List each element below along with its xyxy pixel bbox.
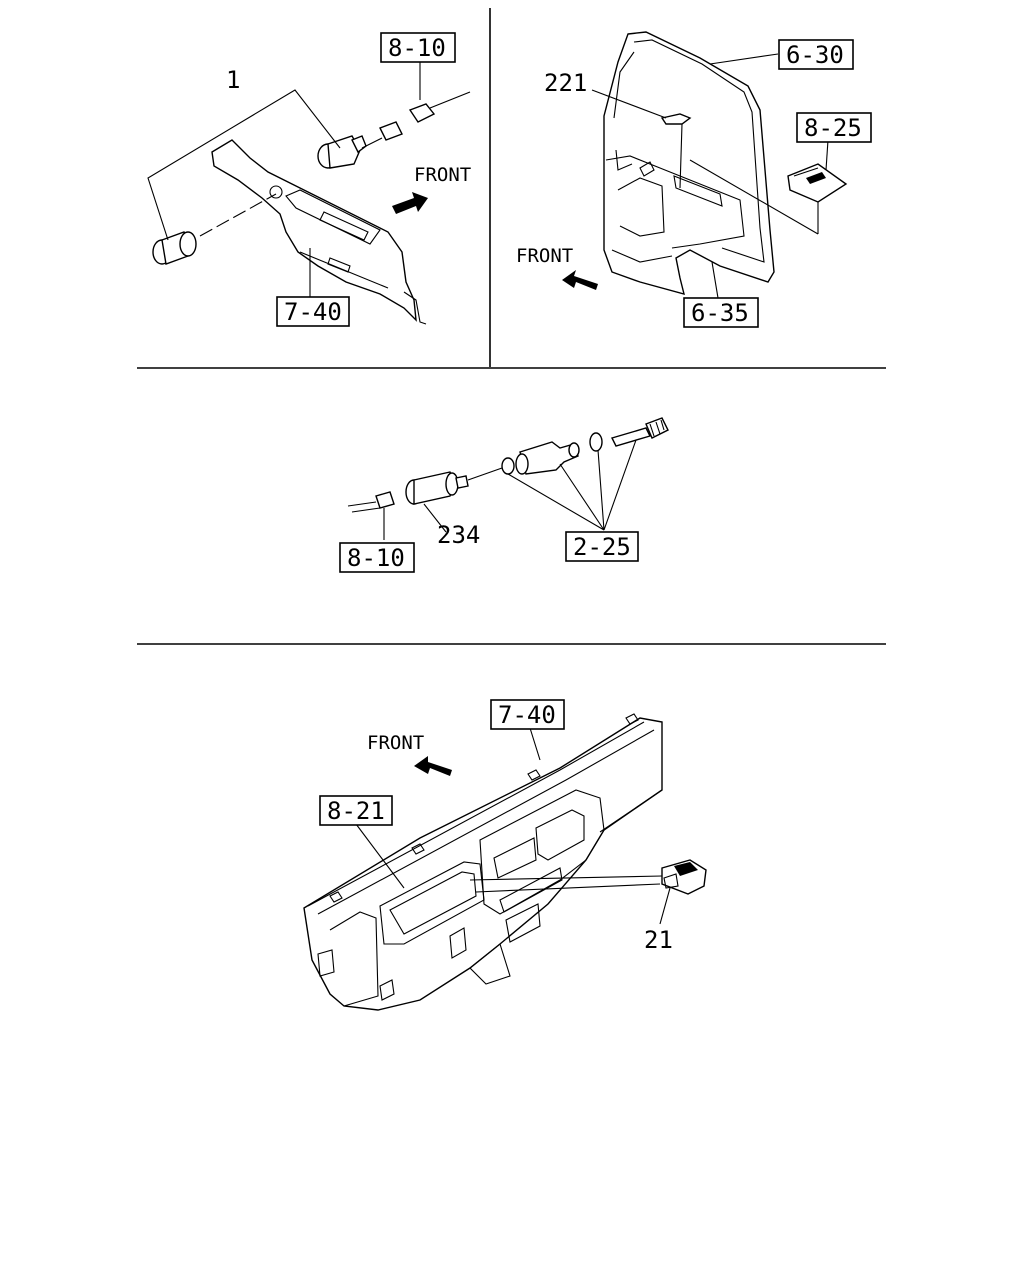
power-window-switch <box>787 163 848 234</box>
front-label: FRONT <box>516 245 573 267</box>
front-arrow-icon <box>414 756 452 776</box>
ref-box <box>339 542 415 573</box>
part-number-label: 221 <box>544 69 587 97</box>
install-line <box>199 193 277 237</box>
ref-label: 2-25 <box>573 533 631 561</box>
front-arrow-icon <box>392 192 428 214</box>
lighter-socket-body <box>317 121 403 169</box>
driven-gear-shaft <box>610 417 669 447</box>
leader-ref-8-25 <box>825 139 829 171</box>
harness-wire <box>351 507 381 513</box>
door-outline <box>603 31 775 295</box>
ref-box <box>380 32 456 63</box>
ref-label: 8-25 <box>804 114 862 142</box>
ref-box <box>276 296 350 327</box>
leader-ref-7-40 <box>529 727 541 761</box>
ref-label: 8-10 <box>347 544 405 572</box>
ref-box <box>490 699 565 730</box>
ref-box <box>319 795 393 826</box>
part-number-label: 234 <box>437 521 480 549</box>
panel-instrument-panel: FRONT 21 7-40 8-21 <box>303 699 707 1011</box>
hazard-switch <box>661 859 707 895</box>
section-dividers <box>137 8 886 645</box>
leader-part-21 <box>659 887 671 925</box>
install-line <box>469 875 663 881</box>
ref-label: 7-40 <box>498 701 556 729</box>
leader-ref-2-25 <box>507 439 637 531</box>
ref-label: 6-35 <box>691 299 749 327</box>
ref-box <box>778 39 854 70</box>
front-label: FRONT <box>367 732 424 754</box>
ref-label: 7-40 <box>284 298 342 326</box>
part-number-label: 1 <box>226 66 240 94</box>
leader-part-1 <box>147 89 341 241</box>
speed-sensor <box>405 471 469 505</box>
part-number-label: 21 <box>644 926 673 954</box>
leader-ref-6-35 <box>711 261 719 299</box>
harness-connector <box>375 491 395 509</box>
ref-box <box>683 297 759 328</box>
harness-wire <box>347 501 377 507</box>
leader-lamp-wire <box>679 123 683 189</box>
sleeve-housing <box>515 441 580 475</box>
leader-ref-6-30 <box>709 53 779 65</box>
install-line <box>475 883 661 893</box>
console-trim-panel <box>211 139 427 325</box>
oil-seal <box>501 457 515 475</box>
courtesy-lamp <box>660 113 692 125</box>
leader-switch-wire <box>689 159 819 235</box>
front-label: FRONT <box>414 164 471 186</box>
lighter-knob <box>152 231 197 265</box>
ref-box <box>796 112 872 143</box>
leader-part-234 <box>423 503 447 533</box>
leader-part-221 <box>591 89 667 119</box>
panel-lighter-socket: FRONT 1 8-10 7-40 <box>147 32 471 327</box>
ref-label: 8-10 <box>388 34 446 62</box>
o-ring <box>589 432 603 452</box>
harness-wire <box>429 91 471 109</box>
ref-label: 6-30 <box>786 41 844 69</box>
harness-connector <box>408 103 436 123</box>
panel-door: FRONT 221 6-30 8-25 6-35 <box>516 31 872 328</box>
ref-label: 8-21 <box>327 797 385 825</box>
dashboard-assembly <box>303 713 663 1011</box>
leader-ref-8-21 <box>355 823 405 889</box>
install-line <box>467 467 503 481</box>
panel-speed-sensor: 234 8-10 2-25 <box>339 417 669 573</box>
front-arrow-icon <box>562 270 598 290</box>
ref-box <box>565 531 639 562</box>
